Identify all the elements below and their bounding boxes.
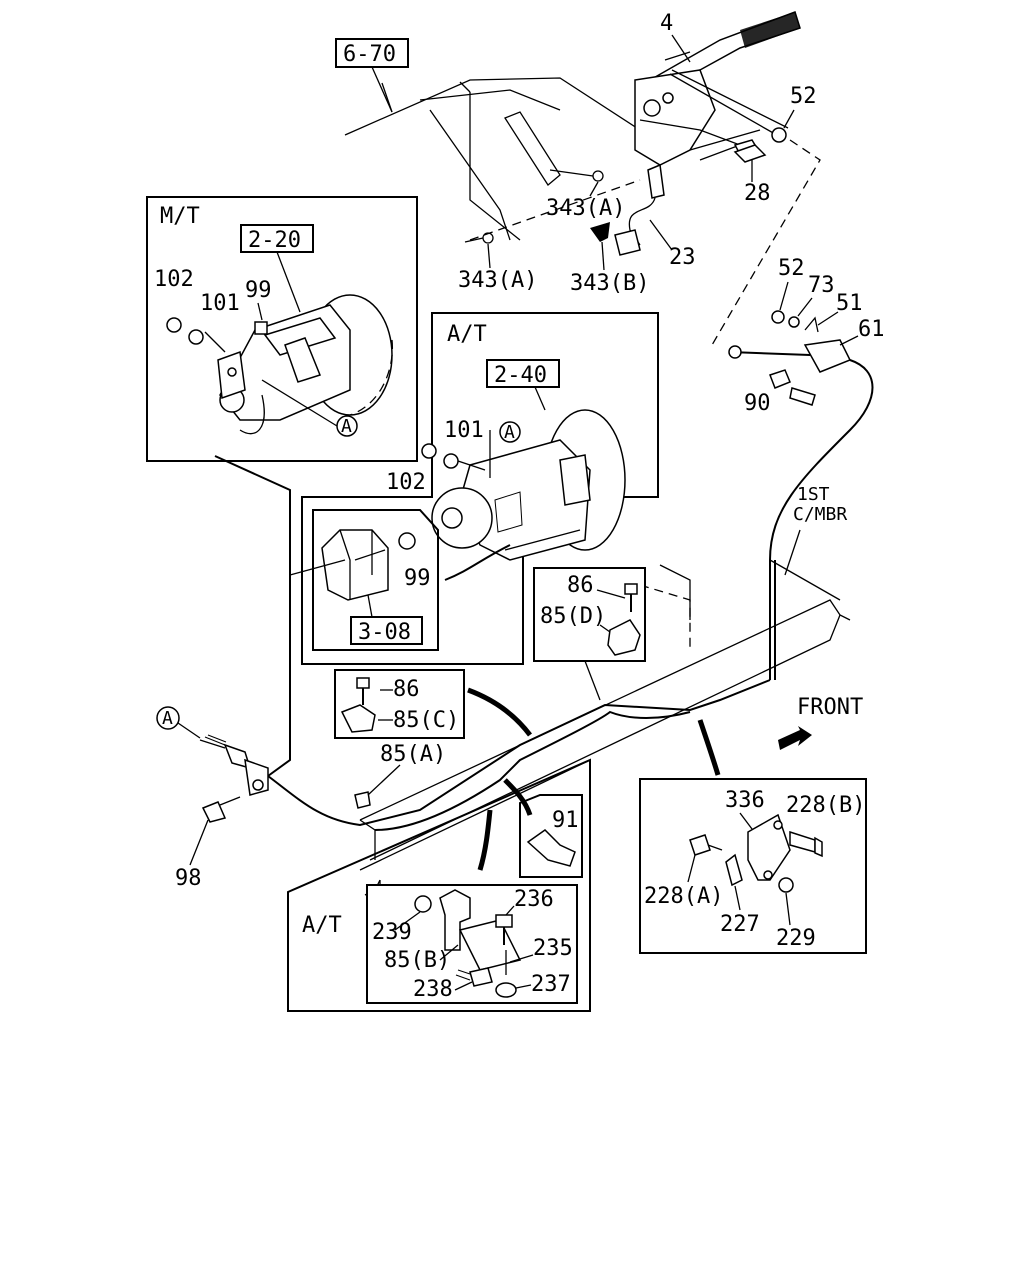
bracket-336-inset: 336 228(B) 228(A) 227 229 xyxy=(639,719,867,954)
svg-text:102: 102 xyxy=(386,470,426,495)
bushing-99-at: 99 xyxy=(404,566,431,591)
svg-text:85(D): 85(D) xyxy=(540,604,606,629)
front-brake-cable-61: 61 xyxy=(711,139,885,680)
pin-51: 51 xyxy=(804,291,863,333)
svg-text:228(B): 228(B) xyxy=(786,793,865,818)
ref-box-2-40: 2-40 xyxy=(486,359,560,411)
clip-343a-upper: 343(A) xyxy=(546,169,625,221)
clip-85b-subinset: 239 85(B) 236 235 238 237 xyxy=(366,884,578,1004)
svg-text:101: 101 xyxy=(444,418,484,443)
svg-text:52: 52 xyxy=(790,84,817,109)
clip-85a: 85(A) xyxy=(354,742,446,809)
cab-floor-panel xyxy=(344,77,641,241)
brake-switch-23: 23 xyxy=(614,163,696,270)
svg-text:98: 98 xyxy=(175,866,202,891)
svg-text:A: A xyxy=(162,708,173,729)
svg-text:A/T: A/T xyxy=(302,913,342,938)
svg-text:23: 23 xyxy=(669,245,696,270)
bolt-98: 98 xyxy=(175,796,241,891)
bushing-99-mt: 99 xyxy=(245,278,272,335)
svg-text:336: 336 xyxy=(725,788,765,813)
clip-85c-inset: 86 85(C) xyxy=(334,669,532,739)
svg-text:228(A): 228(A) xyxy=(644,884,723,909)
at-upper-inset-box: A/T xyxy=(301,312,659,665)
svg-text:1ST: 1ST xyxy=(797,484,830,505)
svg-text:235: 235 xyxy=(533,936,573,961)
svg-text:C/MBR: C/MBR xyxy=(793,504,847,525)
svg-text:229: 229 xyxy=(776,926,816,951)
bolt-90: 90 xyxy=(744,369,816,416)
clip-85d-inset: 86 85(D) xyxy=(533,567,646,701)
bolt-28: 28 xyxy=(733,144,771,206)
nut-102-at: 102 xyxy=(386,443,437,495)
rear-brake-cable xyxy=(267,560,776,831)
mark-a-mt: A xyxy=(261,379,358,437)
nut-102-mt: 102 xyxy=(154,267,194,333)
svg-text:101: 101 xyxy=(200,291,240,316)
svg-text:85(B): 85(B) xyxy=(384,948,450,973)
svg-text:86: 86 xyxy=(567,573,594,598)
mark-a-at: A xyxy=(489,421,521,478)
front-arrow-icon xyxy=(778,726,812,750)
svg-text:239: 239 xyxy=(372,920,412,945)
automatic-transmission xyxy=(431,409,626,561)
mark-a-cable: A xyxy=(156,706,201,739)
label-4: 4 xyxy=(660,11,691,63)
svg-text:237: 237 xyxy=(531,972,571,997)
washer-52-lower: 52 xyxy=(771,256,805,324)
svg-text:85(A): 85(A) xyxy=(380,742,446,767)
svg-text:102: 102 xyxy=(154,267,194,292)
svg-text:2-20: 2-20 xyxy=(248,228,301,253)
svg-text:M/T: M/T xyxy=(160,204,200,229)
svg-text:86: 86 xyxy=(393,677,420,702)
svg-text:61: 61 xyxy=(858,317,885,342)
clip-343a-lower: 343(A) xyxy=(458,232,537,293)
svg-text:A: A xyxy=(504,422,515,443)
svg-text:4: 4 xyxy=(660,11,673,36)
svg-text:A/T: A/T xyxy=(447,322,487,347)
clip-91-inset: 91 xyxy=(503,778,583,878)
svg-text:FRONT: FRONT xyxy=(797,695,863,720)
nut-101-mt: 101 xyxy=(188,291,240,353)
parking-brake-lever-assembly xyxy=(634,11,801,166)
svg-text:343(B): 343(B) xyxy=(570,271,649,296)
svg-text:73: 73 xyxy=(808,273,835,298)
cable-end-fitting xyxy=(199,734,269,796)
washer-73: 73 xyxy=(788,273,835,328)
svg-text:90: 90 xyxy=(744,391,771,416)
svg-text:227: 227 xyxy=(720,912,760,937)
svg-text:52: 52 xyxy=(778,256,805,281)
ref-box-2-20: 2-20 xyxy=(240,224,314,313)
svg-text:238: 238 xyxy=(413,977,453,1002)
svg-text:51: 51 xyxy=(836,291,863,316)
svg-text:91: 91 xyxy=(552,808,579,833)
front-direction-indicator: FRONT xyxy=(778,695,863,750)
washer-52-upper: 52 xyxy=(771,84,817,143)
svg-text:99: 99 xyxy=(245,278,272,303)
ref-box-6-70: 6-70 xyxy=(335,38,409,113)
svg-text:343(A): 343(A) xyxy=(458,268,537,293)
ref-6-70-label: 6-70 xyxy=(343,42,396,67)
svg-text:236: 236 xyxy=(514,887,554,912)
at-lower-inset-box: A/T xyxy=(287,758,591,1012)
clip-343b: 343(B) xyxy=(570,222,649,296)
svg-text:A: A xyxy=(341,416,352,437)
svg-text:99: 99 xyxy=(404,566,431,591)
ref-box-3-08: 3-08 xyxy=(350,594,423,645)
svg-text:28: 28 xyxy=(744,181,771,206)
svg-text:85(C): 85(C) xyxy=(393,708,459,733)
svg-text:343(A): 343(A) xyxy=(546,196,625,221)
svg-text:3-08: 3-08 xyxy=(358,620,411,645)
svg-text:2-40: 2-40 xyxy=(494,363,547,388)
label-1st-crossmember: 1ST C/MBR xyxy=(784,484,847,576)
bracket-3-08-subinset xyxy=(289,509,511,651)
nut-101-at: 101 xyxy=(443,418,486,471)
manual-transmission xyxy=(217,294,394,435)
mt-leader xyxy=(214,455,291,777)
